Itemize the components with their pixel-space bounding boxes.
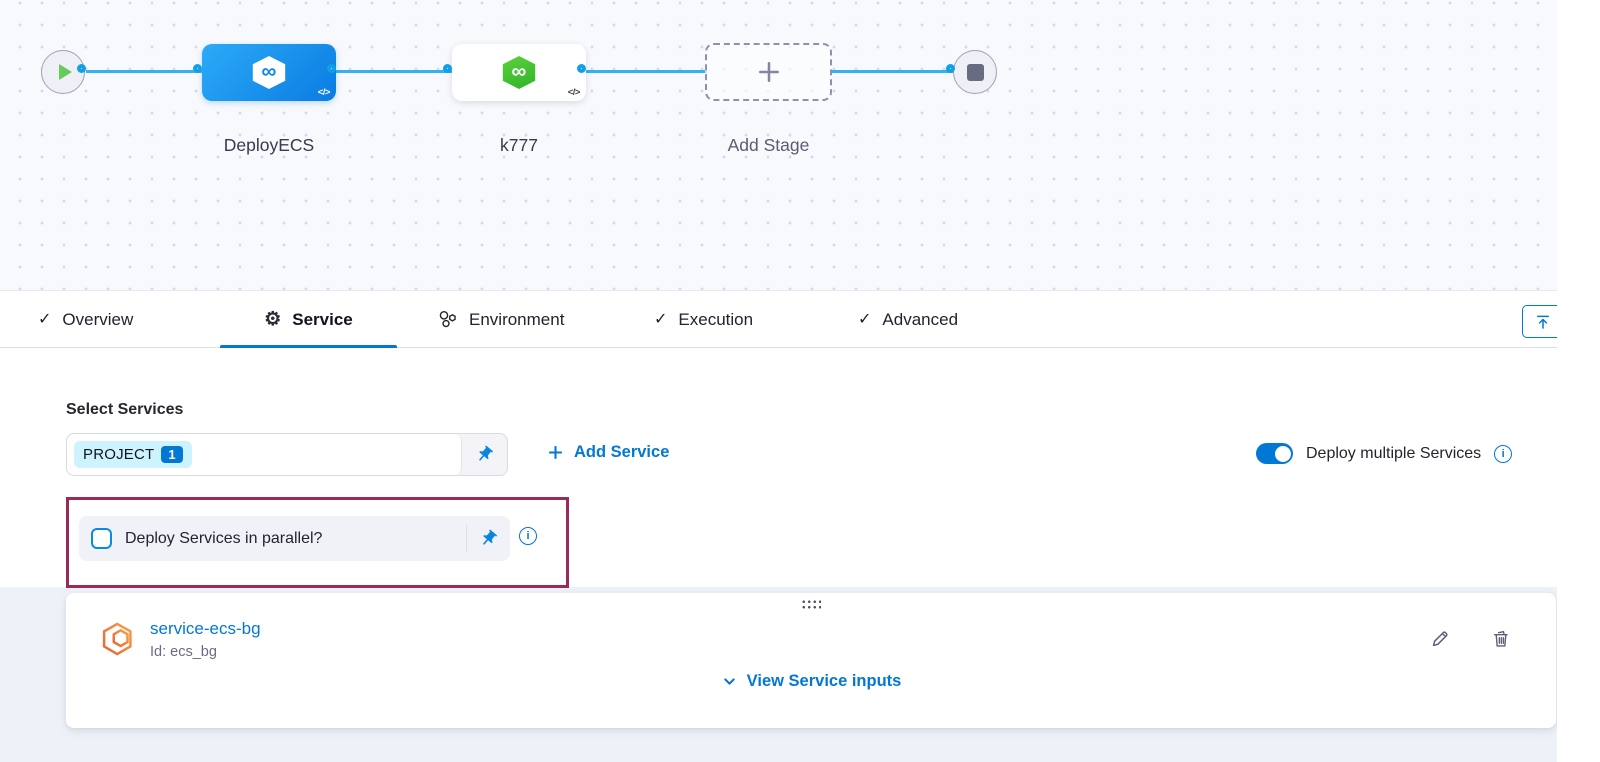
edit-service-button[interactable] xyxy=(1429,628,1451,655)
tab-label: Advanced xyxy=(882,309,959,329)
add-service-label: Add Service xyxy=(574,443,670,461)
harness-logo-icon: ∞ xyxy=(252,56,286,89)
service-hexagon-icon xyxy=(99,620,137,665)
service-tab-content: Select Services PROJECT 1 xyxy=(0,349,1557,762)
infinity-glyph: ∞ xyxy=(511,60,527,83)
select-services-label: Select Services xyxy=(66,401,184,418)
app-pane: ∞ </> ∞ </> xyxy=(0,0,1557,762)
stage-tabbar: ✓ Overview ⚙ Service Environment ✓ Execu… xyxy=(0,292,1557,348)
tab-label: Execution xyxy=(678,309,754,329)
pipeline-start-node xyxy=(41,50,85,94)
pin-checkbox-button[interactable] xyxy=(467,529,510,548)
plus-icon xyxy=(758,62,779,82)
drag-handle[interactable] xyxy=(801,599,821,609)
tab-execution[interactable]: ✓ Execution xyxy=(654,292,753,347)
service-name-link[interactable]: service-ecs-bg xyxy=(150,619,261,638)
toggle-knob xyxy=(1274,445,1291,462)
tab-advanced[interactable]: ✓ Advanced xyxy=(858,292,958,347)
environment-icon xyxy=(439,311,456,328)
code-view-icon[interactable]: </> xyxy=(567,87,581,98)
play-icon xyxy=(58,64,72,80)
info-icon[interactable]: i xyxy=(519,527,537,545)
pin-input-button[interactable] xyxy=(462,434,507,475)
service-card: service-ecs-bg Id: ecs_bg View xyxy=(66,593,1556,728)
deploy-parallel-checkbox[interactable] xyxy=(91,528,112,549)
connector-port xyxy=(946,64,955,73)
highlight-annotation-box xyxy=(66,497,569,588)
stage-label-deployecs: DeployECS xyxy=(223,135,315,155)
pencil-icon xyxy=(1432,631,1448,647)
stop-icon xyxy=(966,63,984,81)
check-icon: ✓ xyxy=(654,310,668,328)
infinity-glyph: ∞ xyxy=(261,60,277,83)
connector-port xyxy=(327,64,336,73)
tab-label: Service xyxy=(292,309,353,329)
connector-line xyxy=(586,70,707,73)
tab-label: Overview xyxy=(62,309,134,329)
check-icon: ✓ xyxy=(38,310,52,328)
code-view-icon[interactable]: </> xyxy=(317,87,331,98)
divider xyxy=(466,524,467,553)
service-id-text: Id: ecs_bg xyxy=(150,644,217,660)
deploy-multiple-toggle[interactable] xyxy=(1256,443,1293,464)
connector-port xyxy=(193,64,202,73)
add-service-button[interactable]: Add Service xyxy=(546,443,669,462)
chip-count-badge: 1 xyxy=(161,446,183,463)
save-button[interactable]: S xyxy=(1522,305,1557,338)
service-select-input[interactable]: PROJECT 1 xyxy=(66,433,508,476)
trash-icon xyxy=(1493,630,1508,647)
add-stage-button[interactable] xyxy=(705,43,832,101)
check-icon: ✓ xyxy=(858,310,872,328)
delete-service-button[interactable] xyxy=(1490,628,1512,655)
stage-label-k777: k777 xyxy=(500,135,538,155)
gear-icon: ⚙ xyxy=(264,309,282,330)
stage-label-add-stage: Add Stage xyxy=(727,135,810,155)
tab-service[interactable]: ⚙ Service xyxy=(220,292,397,348)
harness-logo-icon: ∞ xyxy=(502,56,536,89)
connector-line xyxy=(86,70,202,73)
tab-label: Environment xyxy=(469,309,565,329)
selected-service-chip[interactable]: PROJECT 1 xyxy=(74,441,192,468)
plus-icon xyxy=(548,445,563,460)
stage-node-deployecs[interactable]: ∞ </> xyxy=(202,44,336,101)
connector-port xyxy=(77,64,86,73)
tab-environment[interactable]: Environment xyxy=(437,292,564,347)
deploy-parallel-row: Deploy Services in parallel? xyxy=(79,516,510,561)
pipeline-end-node xyxy=(953,50,997,94)
stage-node-k777[interactable]: ∞ </> xyxy=(452,44,586,101)
view-service-inputs-label: View Service inputs xyxy=(746,672,902,690)
service-select-field[interactable]: PROJECT 1 xyxy=(67,434,462,475)
connector-line xyxy=(830,70,955,73)
info-icon[interactable]: i xyxy=(1494,444,1513,463)
view-service-inputs-button[interactable]: View Service inputs xyxy=(66,672,1556,691)
connector-port xyxy=(443,64,452,73)
pipeline-canvas[interactable]: ∞ </> ∞ </> xyxy=(0,0,1557,291)
tab-overview[interactable]: ✓ Overview xyxy=(38,292,133,347)
deploy-parallel-label: Deploy Services in parallel? xyxy=(125,529,323,547)
deploy-multiple-label: Deploy multiple Services xyxy=(1306,444,1482,462)
upload-icon xyxy=(1537,315,1549,329)
deploy-multiple-toggle-row: Deploy multiple Services i xyxy=(1256,443,1513,464)
connector-line xyxy=(336,70,452,73)
chip-scope-label: PROJECT xyxy=(83,446,155,463)
pushpin-icon xyxy=(479,445,493,461)
chevron-down-icon xyxy=(723,678,735,685)
connector-port xyxy=(577,64,586,73)
pushpin-icon xyxy=(483,529,497,545)
